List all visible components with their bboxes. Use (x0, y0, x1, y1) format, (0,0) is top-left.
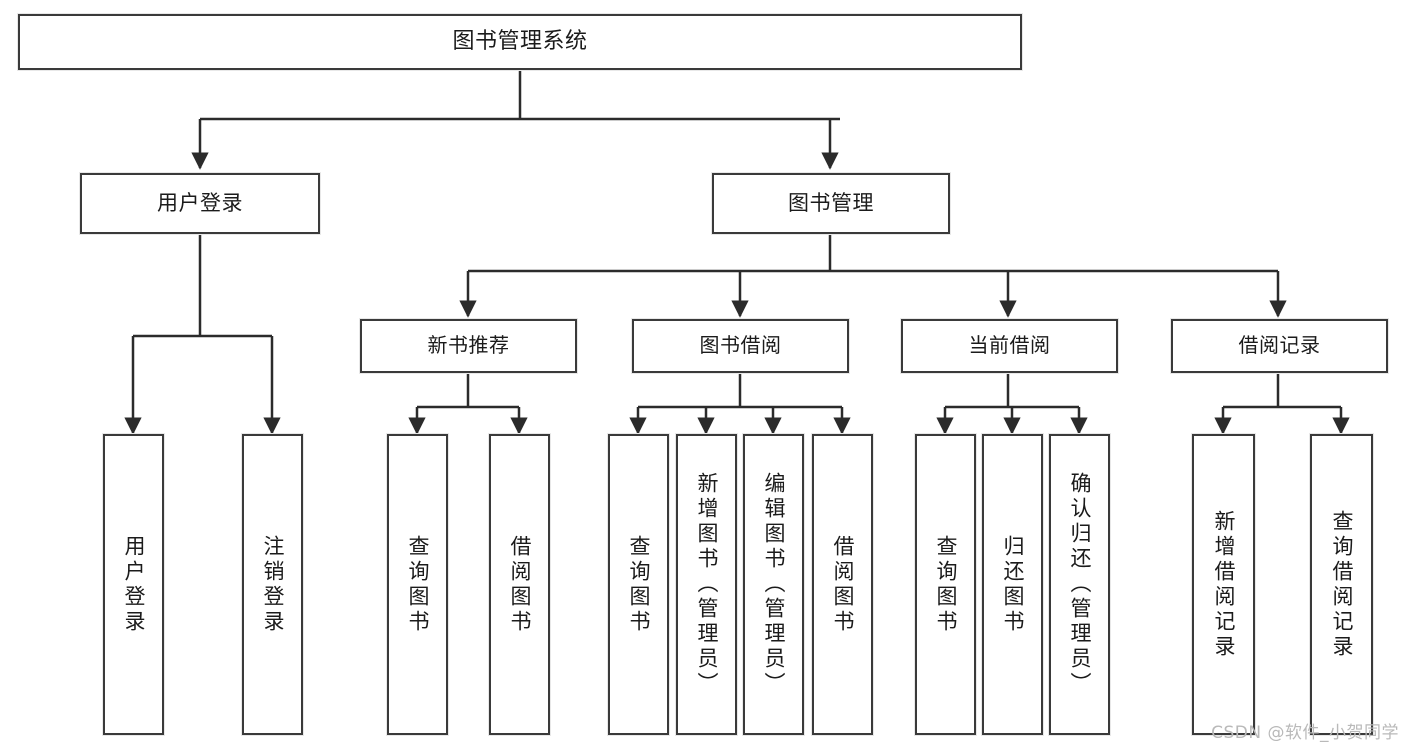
node-book-management-label: 图书管理 (788, 191, 874, 216)
node-new-book-recommend-label: 新书推荐 (427, 333, 510, 358)
node-leaf-query-book-1-label: 查询图书 (406, 534, 430, 635)
node-user-login-label: 用户登录 (157, 191, 243, 216)
node-leaf-user-login[interactable]: 用户登录 (103, 434, 164, 735)
node-current-borrow[interactable]: 当前借阅 (901, 319, 1118, 373)
node-leaf-edit-book-label: 编辑图书（管理员） (762, 472, 786, 697)
node-leaf-add-book[interactable]: 新增图书（管理员） (676, 434, 737, 735)
node-new-book-recommend[interactable]: 新书推荐 (360, 319, 577, 373)
node-leaf-borrow-book-1-label: 借阅图书 (508, 534, 532, 635)
node-leaf-add-record[interactable]: 新增借阅记录 (1192, 434, 1255, 735)
node-current-borrow-label: 当前借阅 (968, 333, 1051, 358)
node-leaf-user-logout-label: 注销登录 (261, 534, 285, 635)
node-leaf-query-book-2-label: 查询图书 (627, 534, 651, 635)
node-leaf-query-record[interactable]: 查询借阅记录 (1310, 434, 1373, 735)
node-user-login[interactable]: 用户登录 (80, 173, 320, 234)
node-leaf-query-book-3-label: 查询图书 (934, 534, 958, 635)
node-book-borrow-label: 图书借阅 (699, 333, 782, 358)
node-leaf-add-record-label: 新增借阅记录 (1212, 509, 1236, 660)
node-leaf-borrow-book-1[interactable]: 借阅图书 (489, 434, 550, 735)
node-leaf-add-book-label: 新增图书（管理员） (695, 472, 719, 697)
node-leaf-return-book-label: 归还图书 (1001, 534, 1025, 635)
node-leaf-edit-book[interactable]: 编辑图书（管理员） (743, 434, 804, 735)
csdn-watermark: CSDN @软件_小贺同学 (1211, 723, 1399, 743)
node-leaf-confirm-return-label: 确认归还（管理员） (1068, 472, 1092, 697)
node-leaf-confirm-return[interactable]: 确认归还（管理员） (1049, 434, 1110, 735)
node-leaf-borrow-book-2[interactable]: 借阅图书 (812, 434, 873, 735)
node-root[interactable]: 图书管理系统 (18, 14, 1022, 70)
node-leaf-return-book[interactable]: 归还图书 (982, 434, 1043, 735)
node-leaf-user-login-label: 用户登录 (122, 534, 146, 635)
node-leaf-borrow-book-2-label: 借阅图书 (831, 534, 855, 635)
node-book-management[interactable]: 图书管理 (712, 173, 950, 234)
node-borrow-record-label: 借阅记录 (1238, 333, 1321, 358)
node-leaf-query-book-3[interactable]: 查询图书 (915, 434, 976, 735)
node-leaf-query-book-2[interactable]: 查询图书 (608, 434, 669, 735)
node-root-label: 图书管理系统 (452, 29, 588, 55)
node-leaf-query-book-1[interactable]: 查询图书 (387, 434, 448, 735)
node-borrow-record[interactable]: 借阅记录 (1171, 319, 1388, 373)
node-book-borrow[interactable]: 图书借阅 (632, 319, 849, 373)
node-leaf-user-logout[interactable]: 注销登录 (242, 434, 303, 735)
node-leaf-query-record-label: 查询借阅记录 (1330, 509, 1354, 660)
